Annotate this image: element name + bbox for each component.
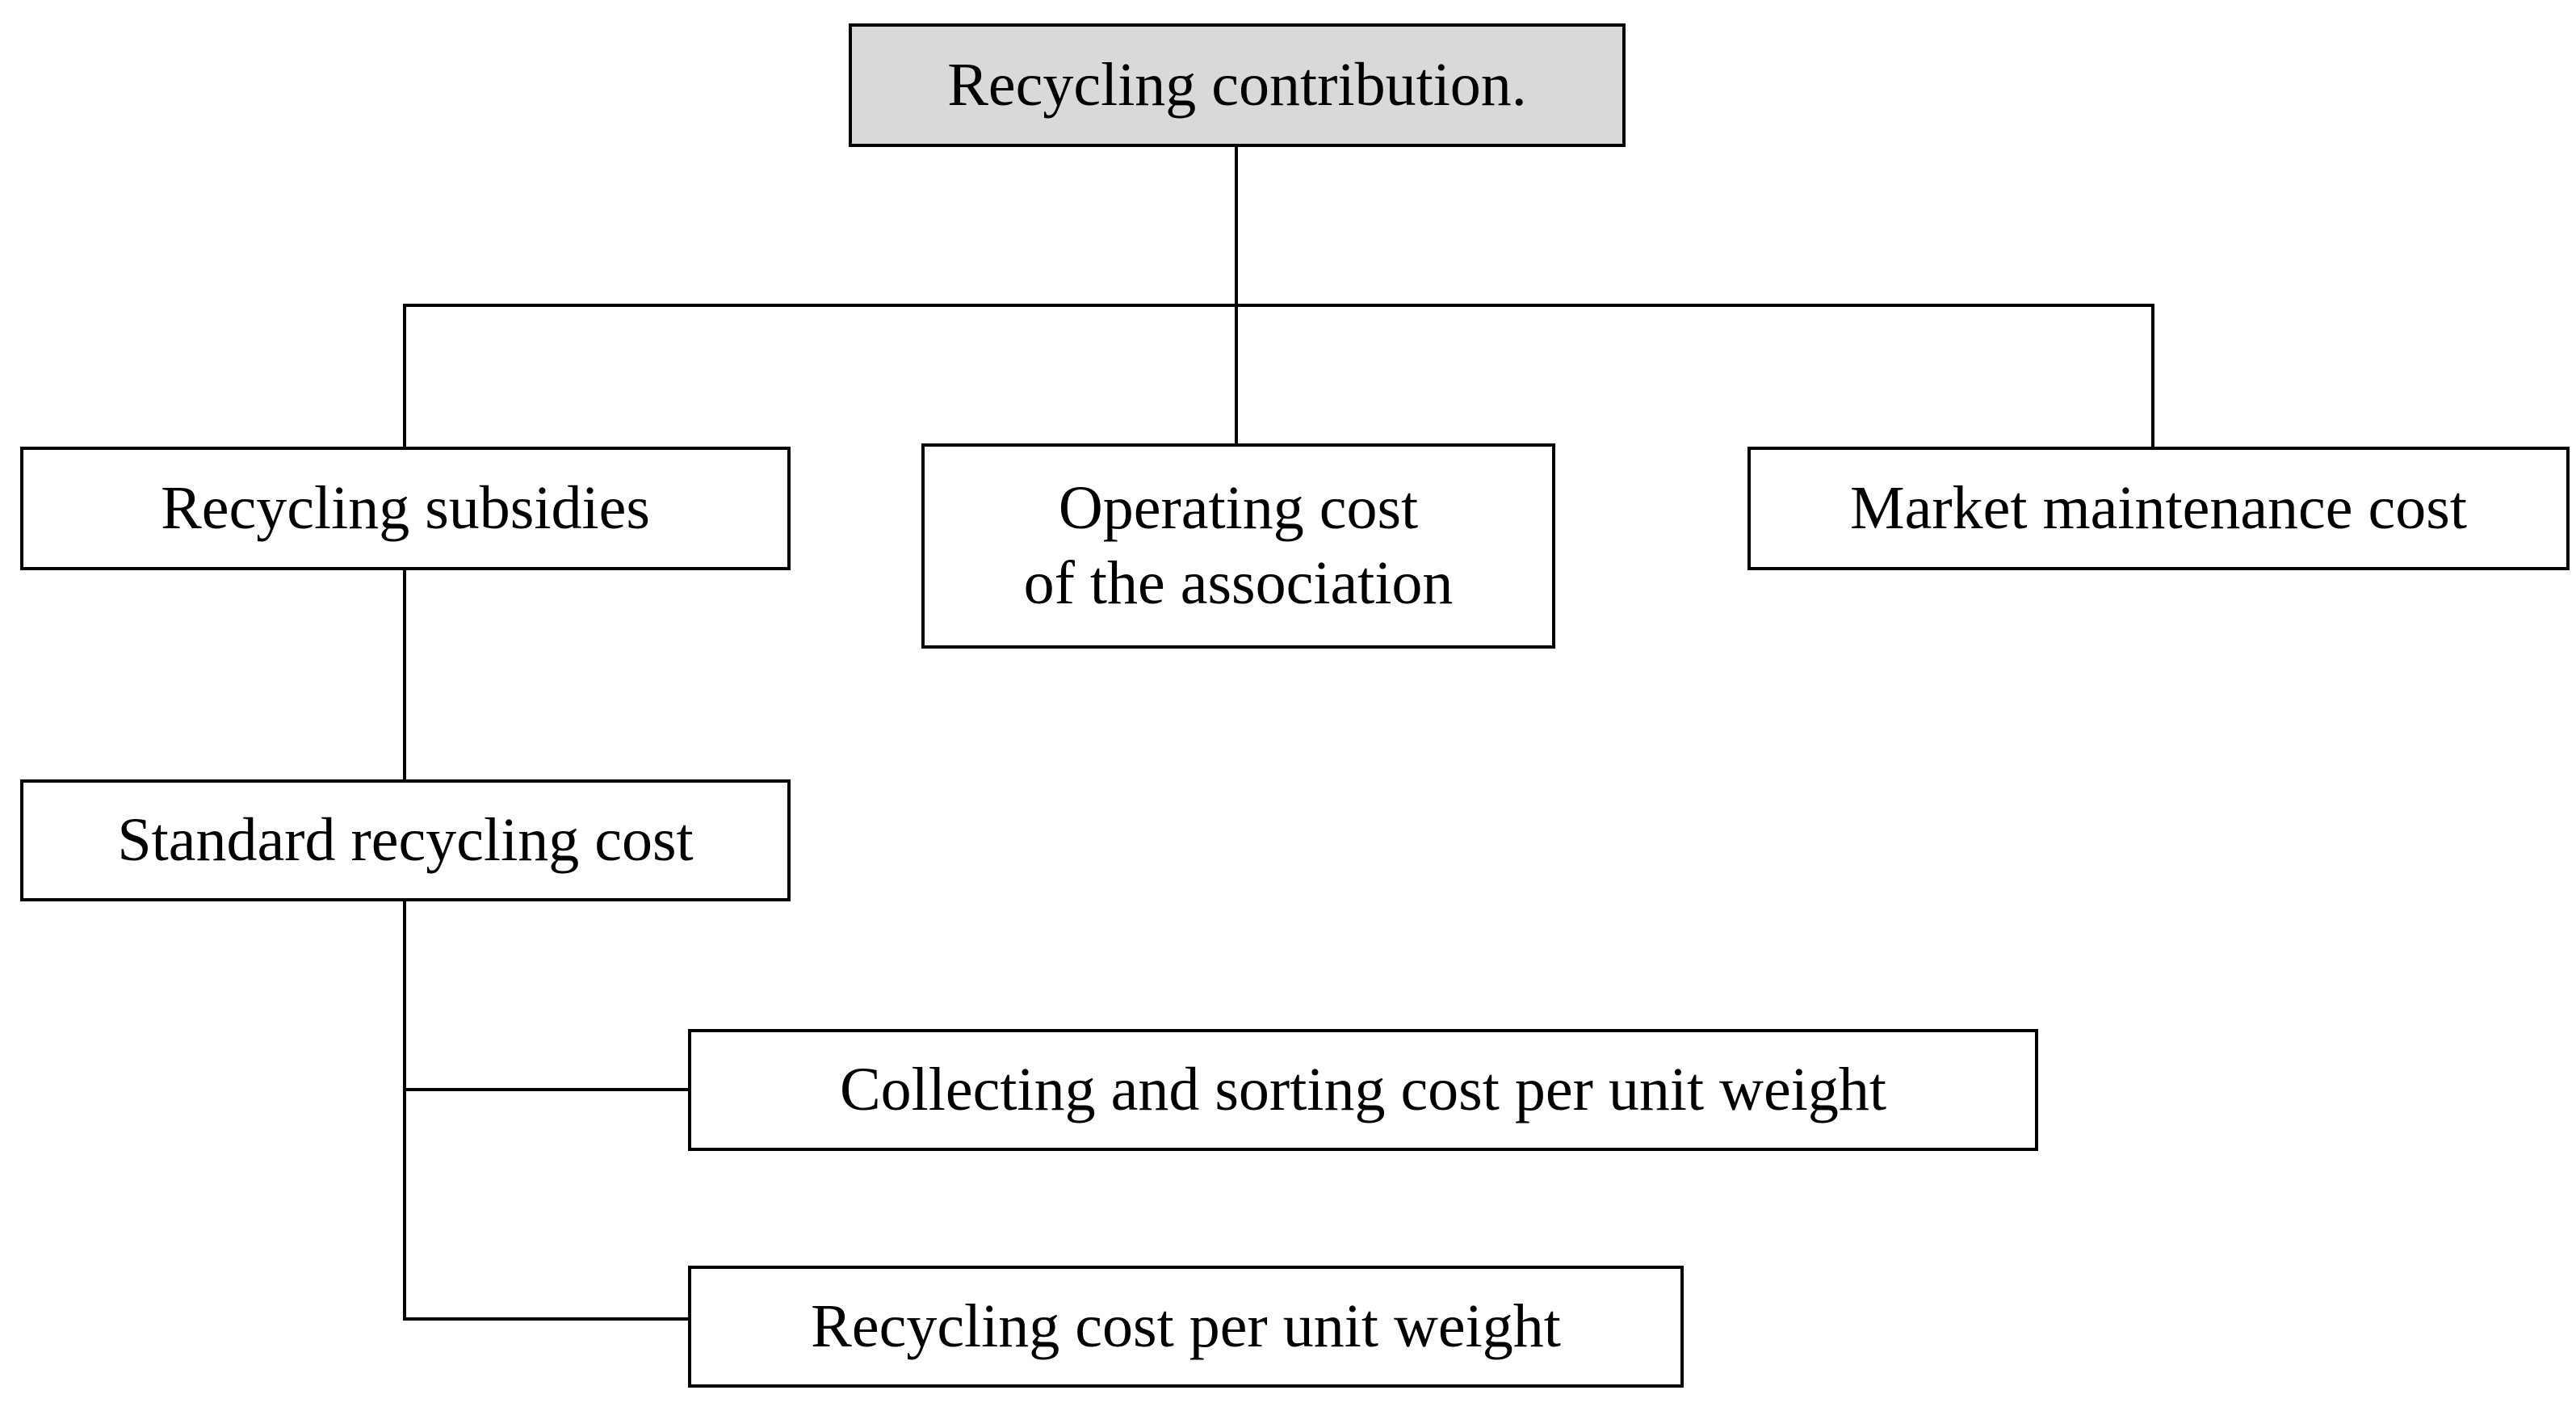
node-market-maintenance-cost-label: Market maintenance cost [1850,473,2467,542]
node-operating-cost-label: Operating cost of the association [1024,471,1454,622]
node-operating-cost-line-1: Operating cost [1058,473,1419,542]
root-node-recycling-contribution: Recycling contribution. [849,23,1626,147]
node-market-maintenance-cost: Market maintenance cost [1747,447,2570,570]
node-collecting-sorting-cost: Collecting and sorting cost per unit wei… [688,1029,2038,1151]
node-recycling-cost-per-unit-weight: Recycling cost per unit weight [688,1266,1684,1388]
node-recycling-cost-per-unit-weight-label: Recycling cost per unit weight [811,1292,1561,1360]
node-recycling-subsidies: Recycling subsidies [20,447,791,570]
node-standard-recycling-cost-label: Standard recycling cost [117,805,694,874]
node-operating-cost: Operating cost of the association [921,443,1555,649]
node-recycling-subsidies-label: Recycling subsidies [161,473,650,542]
node-operating-cost-line-2: of the association [1023,549,1454,617]
node-standard-recycling-cost: Standard recycling cost [20,779,791,901]
root-node-label: Recycling contribution. [947,50,1527,119]
node-collecting-sorting-cost-label: Collecting and sorting cost per unit wei… [839,1055,1886,1124]
